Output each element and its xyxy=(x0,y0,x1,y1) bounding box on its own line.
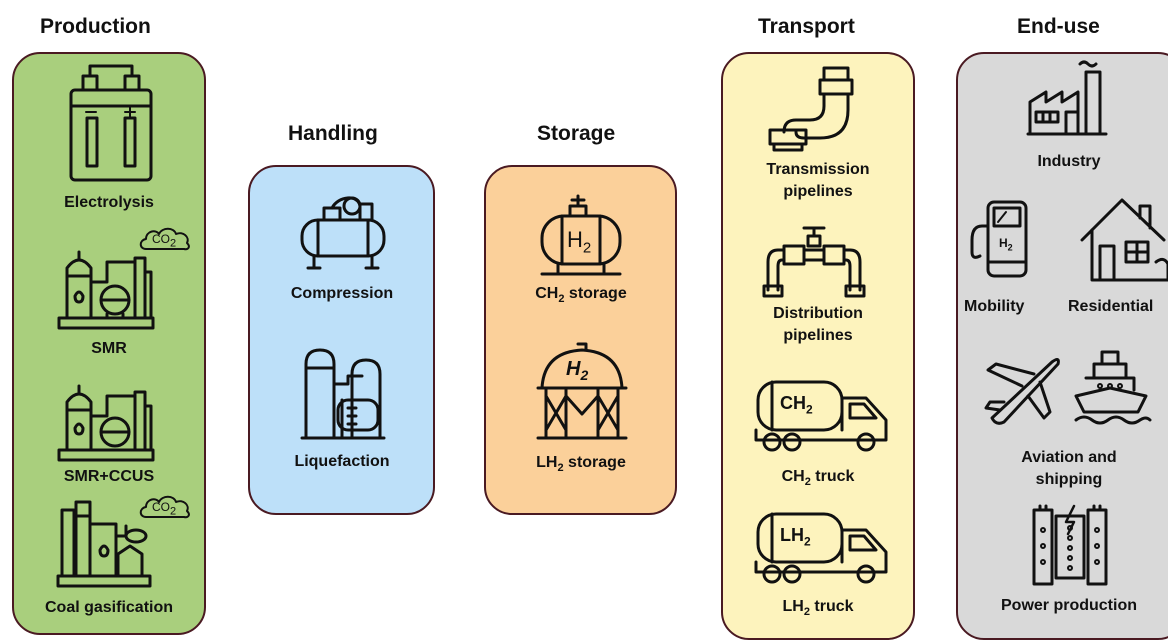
lh2-truck-label: LH2 truck xyxy=(782,598,854,619)
aviation-label-2: shipping xyxy=(1035,471,1103,488)
enduse-panel xyxy=(956,52,1168,640)
transmission-label-1: Transmission xyxy=(766,161,870,178)
liquefaction-label: Liquefaction xyxy=(294,453,390,470)
co2-text: CO2 xyxy=(152,500,177,518)
handling-panel xyxy=(248,165,435,515)
coal-gasification-icon xyxy=(56,500,152,588)
distribution-pipe-icon xyxy=(762,226,866,298)
ship-icon xyxy=(1074,350,1152,425)
airplane-icon xyxy=(984,357,1060,425)
power-production-label: Power production xyxy=(1001,597,1137,614)
co2-cloud-icon: CO2 xyxy=(138,226,192,252)
co2-cloud-icon: CO2 xyxy=(138,494,192,520)
ch2-truck-icon: CH2 xyxy=(752,376,892,454)
mobility-label: Mobility xyxy=(964,298,1025,315)
smr-label: SMR xyxy=(91,340,127,357)
lh2-sphere-tank-icon: H2 xyxy=(536,340,628,440)
distribution-label-2: pipelines xyxy=(783,327,853,344)
fuel-pump-icon: H2 xyxy=(968,196,1030,280)
production-title: Production xyxy=(40,15,151,38)
lh2-storage-label: LH2 storage xyxy=(536,454,626,475)
industry-label: Industry xyxy=(1037,153,1101,170)
truck-lh2-text: LH2 xyxy=(780,525,811,549)
fuel-cell-icon xyxy=(1032,504,1108,586)
ch2-truck-label: CH2 truck xyxy=(781,468,855,489)
smr-ccus-plant-icon xyxy=(57,384,155,462)
compressor-icon xyxy=(300,196,386,270)
transmission-pipe-icon xyxy=(768,66,854,152)
truck-ch2-text: CH2 xyxy=(780,393,813,417)
compression-label: Compression xyxy=(290,285,394,302)
enduse-title: End-use xyxy=(1017,15,1100,38)
storage-panel xyxy=(484,165,677,515)
handling-title: Handling xyxy=(288,122,378,145)
smr-plant-icon xyxy=(57,250,155,330)
residential-label: Residential xyxy=(1068,298,1154,315)
co2-text: CO2 xyxy=(152,232,177,250)
sphere-h2-text: H2 xyxy=(566,358,589,383)
aviation-label-1: Aviation and xyxy=(1021,449,1117,466)
ch2-tank-icon: H2 xyxy=(534,192,628,278)
distribution-label-1: Distribution xyxy=(773,305,863,322)
liquefaction-plant-icon xyxy=(300,348,386,440)
electrolysis-label: Electrolysis xyxy=(64,194,154,211)
coal-gasification-label: Coal gasification xyxy=(44,599,174,616)
tank-h2-text: H2 xyxy=(567,227,592,257)
transport-title: Transport xyxy=(758,15,855,38)
storage-title: Storage xyxy=(537,122,616,145)
transmission-label-2: pipelines xyxy=(783,183,853,200)
electrolyzer-icon xyxy=(69,64,153,182)
transport-panel xyxy=(721,52,915,640)
pump-h2-text: H2 xyxy=(999,236,1013,253)
factory-icon xyxy=(1026,60,1108,136)
house-icon xyxy=(1080,198,1168,282)
smr-ccus-label: SMR+CCUS xyxy=(63,468,155,485)
production-panel xyxy=(12,52,206,635)
ch2-storage-label: CH2 storage xyxy=(535,285,627,306)
lh2-truck-icon: LH2 xyxy=(752,508,892,586)
